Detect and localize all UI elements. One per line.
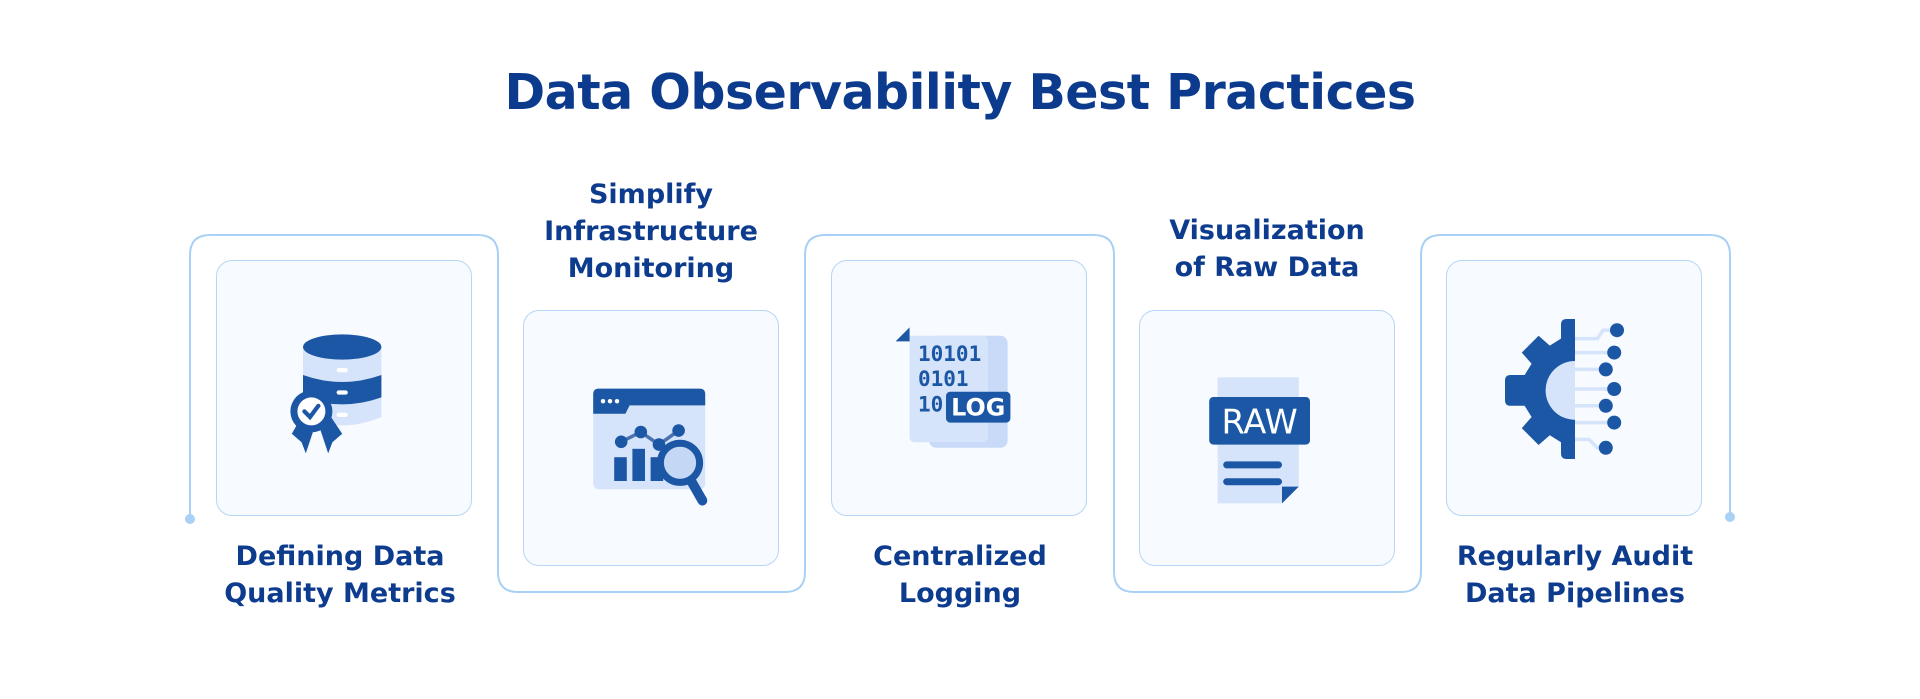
step-1-label-line2: Quality Metrics [224, 578, 456, 609]
step-1-label-line1: Defining Data [235, 541, 445, 572]
log-file-icon: 10101 0101 10 LOG [895, 327, 1011, 448]
path-end-dot [1725, 512, 1735, 522]
log-binary-line3: 10 [918, 392, 943, 416]
step-5-label: Regularly Audit Data Pipelines [1425, 538, 1725, 612]
step-2-label-line1: Simplify [588, 179, 714, 210]
step-4-label-line2: of Raw Data [1174, 252, 1360, 283]
page-title: Data Observability Best Practices [504, 64, 1416, 121]
database-badge-icon [290, 334, 382, 454]
step-2-label: Simplify Infrastructure Monitoring [501, 176, 801, 287]
step-3-label-line2: Logging [898, 578, 1022, 609]
raw-badge: RAW [1221, 402, 1297, 441]
raw-file-icon: RAW [1209, 377, 1310, 504]
log-binary-line2: 0101 [918, 367, 969, 391]
gear-circuit-icon [1505, 319, 1624, 459]
step-1-label: Defining Data Quality Metrics [190, 538, 490, 612]
step-4-label-line1: Visualization [1169, 215, 1365, 246]
step-2-card [523, 310, 779, 566]
path-start-dot [185, 514, 195, 524]
monitoring-chart-magnifier-icon [593, 388, 708, 506]
step-5-label-line1: Regularly Audit [1456, 541, 1694, 572]
step-2-label-line3: Monitoring [567, 253, 735, 284]
log-binary-line1: 10101 [918, 342, 981, 366]
step-3-card: 10101 0101 10 LOG [831, 260, 1087, 516]
step-5-label-line2: Data Pipelines [1465, 578, 1685, 609]
step-4-label: Visualization of Raw Data [1117, 212, 1417, 286]
step-4-card: RAW [1139, 310, 1395, 566]
step-3-label: Centralized Logging [810, 538, 1110, 612]
step-5-card [1446, 260, 1702, 516]
step-1-card [216, 260, 472, 516]
step-3-label-line1: Centralized [873, 541, 1047, 572]
step-2-label-line2: Infrastructure [544, 216, 758, 247]
log-badge: LOG [951, 394, 1005, 422]
